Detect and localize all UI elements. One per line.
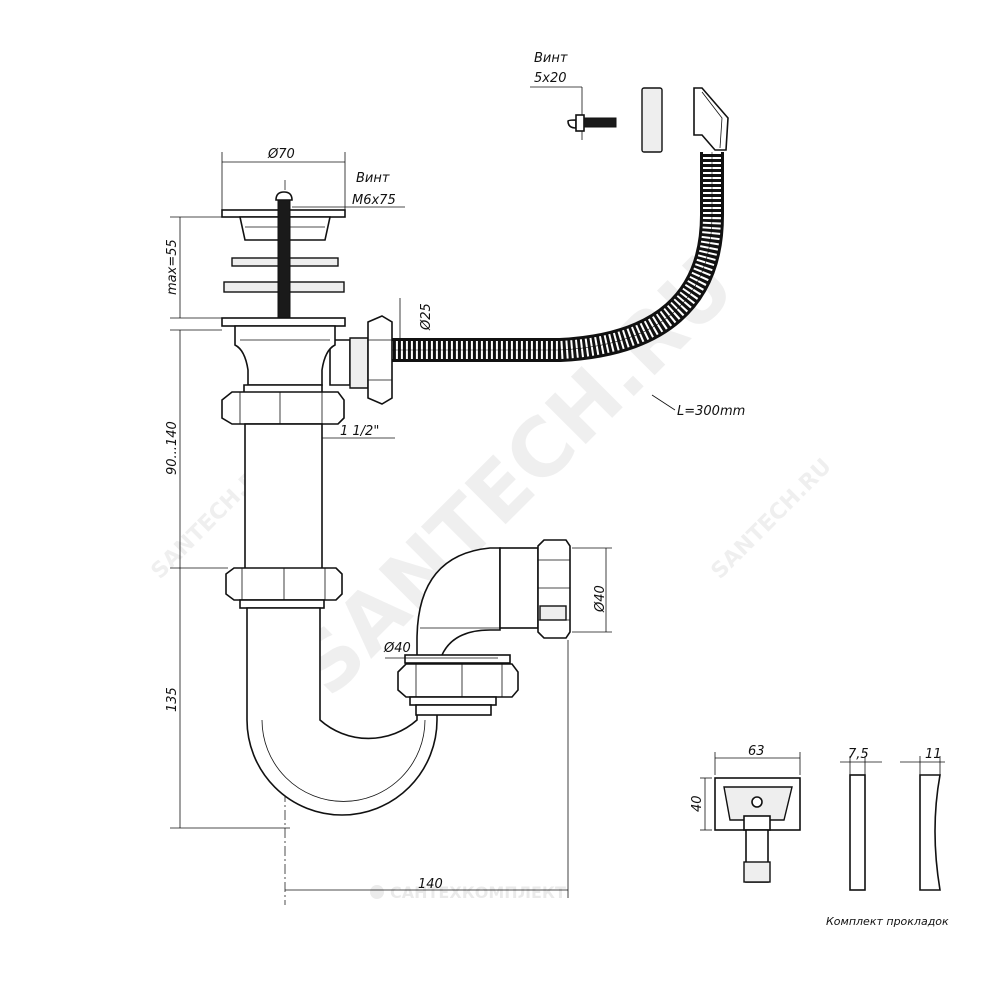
- overflow-screw-head-icon: [567, 119, 577, 129]
- corrugated-overflow-hose: L=300mm: [392, 152, 745, 419]
- d40-left-label: Ø40: [383, 641, 411, 656]
- upper-union-nut: [221, 391, 345, 425]
- screw-main-size-label: М6x75: [352, 193, 396, 208]
- outlet-sleeve: [499, 547, 539, 629]
- h135-label: 135: [165, 687, 180, 712]
- overflow-screw-group: Винт 5x20: [530, 51, 729, 153]
- overflow-screw-thread: [583, 117, 617, 128]
- drain-body: [234, 325, 336, 386]
- flat-gasket: [849, 774, 866, 891]
- lower-nut: [225, 567, 343, 609]
- diameter-70-label: Ø70: [267, 147, 295, 162]
- screw-top-size-label: 5x20: [534, 71, 567, 86]
- range-90-140-label: 90...140: [165, 421, 180, 475]
- drain-bolt-head-icon: [275, 191, 293, 201]
- outlet-nut: [537, 539, 571, 639]
- w140-dimension: 140: [285, 640, 569, 898]
- cone-gasket: [919, 774, 941, 891]
- overflow-nut: [367, 315, 393, 405]
- screw-top-label: Винт: [534, 51, 568, 66]
- hose-length-label: L=300mm: [677, 404, 745, 419]
- screw-main-label: Винт: [356, 171, 390, 186]
- gasket-set-caption: Комплект прокладок: [826, 915, 949, 928]
- gasket-set: 63 40 7,5 11 Комплект прокладок: [690, 744, 949, 928]
- max55-label: max=55: [165, 239, 180, 295]
- gasket-63-label: 63: [748, 744, 765, 759]
- overflow-ring-gasket: [641, 87, 663, 153]
- trap-union-nut: [397, 663, 519, 698]
- d25-label: Ø25: [419, 303, 434, 331]
- overflow-grille: [693, 87, 729, 151]
- thread-size-label: 1 1/2": [340, 424, 379, 439]
- w140-label: 140: [418, 877, 443, 892]
- d40-right-label: Ø40: [593, 585, 608, 613]
- overflow-connector: Ø25: [329, 298, 434, 405]
- gasket-40-label: 40: [690, 795, 705, 812]
- range-90-140-dimension: 90...140: [165, 329, 228, 569]
- u-trap-body: [246, 607, 438, 816]
- gasket-11-label: 11: [925, 747, 942, 762]
- outlet-bend: Ø40: [416, 539, 612, 706]
- drain-grating-assembly: Ø70 Винт М6x75: [221, 147, 405, 386]
- h135-dimension: 135: [165, 568, 290, 829]
- watermark-bottom: САНТЕХКОМПЛЕКТ: [390, 883, 566, 902]
- max55-dimension: max=55: [165, 216, 230, 319]
- drain-bolt: [277, 199, 291, 326]
- trap-nut: Ø40: [383, 641, 519, 716]
- u-trap: [246, 607, 438, 816]
- watermark-logo-icon: [370, 885, 384, 899]
- gasket-7-5-label: 7,5: [848, 747, 869, 762]
- watermark-side-right: SANTECH.RU: [707, 454, 837, 584]
- vertical-pipe: [244, 423, 323, 570]
